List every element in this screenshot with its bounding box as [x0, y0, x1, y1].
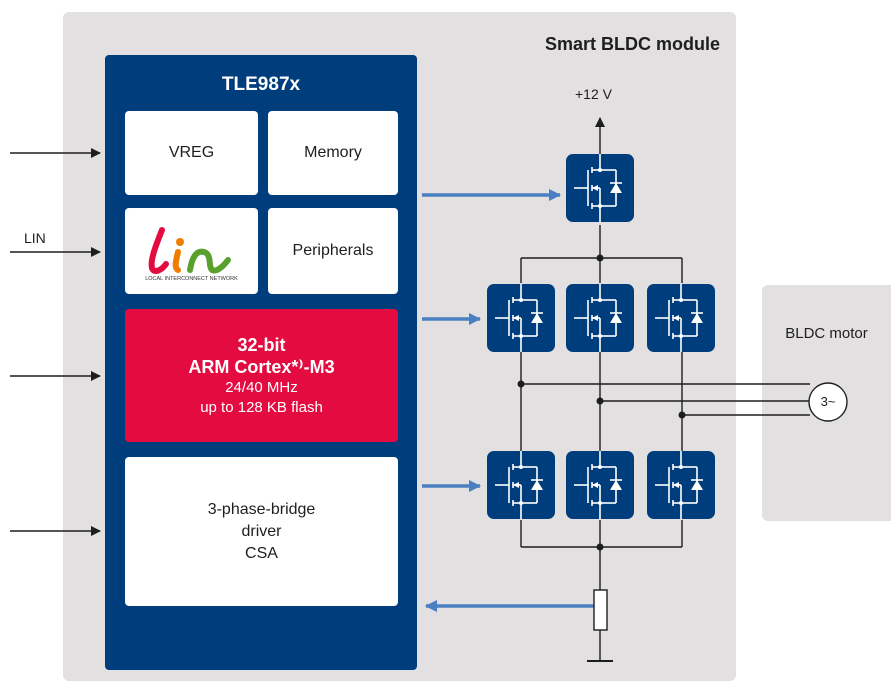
motor-symbol-label: 3~ [820, 394, 836, 409]
module-title: Smart BLDC module [544, 34, 720, 54]
bridge-line3: CSA [245, 544, 278, 562]
shunt-resistor [593, 589, 608, 631]
cpu-line3: 24/40 MHz [225, 378, 298, 396]
lin-logo-block: LOCAL INTERCONNECT NETWORK [125, 208, 258, 294]
bridge-line2: driver [241, 522, 282, 540]
mosfet-u-high-icon [486, 283, 556, 353]
motor-symbol-icon [808, 382, 848, 422]
mosfet-u-low-icon [486, 450, 556, 520]
cpu-line4: up to 128 KB flash [200, 398, 323, 416]
mosfet-w-high-icon [646, 283, 716, 353]
lin-logo-caption: LOCAL INTERCONNECT NETWORK [145, 276, 238, 282]
chip-title: TLE987x [221, 74, 301, 95]
peripherals-label: Peripherals [292, 242, 374, 259]
supply-label: +12 V [575, 86, 612, 102]
lin-logo [148, 227, 231, 274]
memory-label: Memory [304, 144, 362, 161]
cpu-line1: 32-bit [237, 334, 286, 355]
cpu-line2: ARM Cortex*⁾-M3 [188, 356, 335, 377]
vreg-label: VREG [168, 144, 215, 161]
memory-block: Memory [268, 111, 398, 195]
motor-label: BLDC motor [785, 325, 868, 342]
mosfet-high-side-icon [565, 153, 635, 223]
mosfet-v-high-icon [565, 283, 635, 353]
mosfet-v-low-icon [565, 450, 635, 520]
bridge-line1: 3-phase-bridge [207, 500, 316, 518]
mosfet-w-low-icon [646, 450, 716, 520]
cpu-block: 32-bit ARM Cortex*⁾-M3 24/40 MHz up to 1… [125, 309, 398, 442]
bridge-driver-block: 3-phase-bridge driver CSA [125, 457, 398, 606]
peripherals-block: Peripherals [268, 208, 398, 294]
lin-input-label: LIN [24, 230, 46, 246]
vreg-block: VREG [125, 111, 258, 195]
